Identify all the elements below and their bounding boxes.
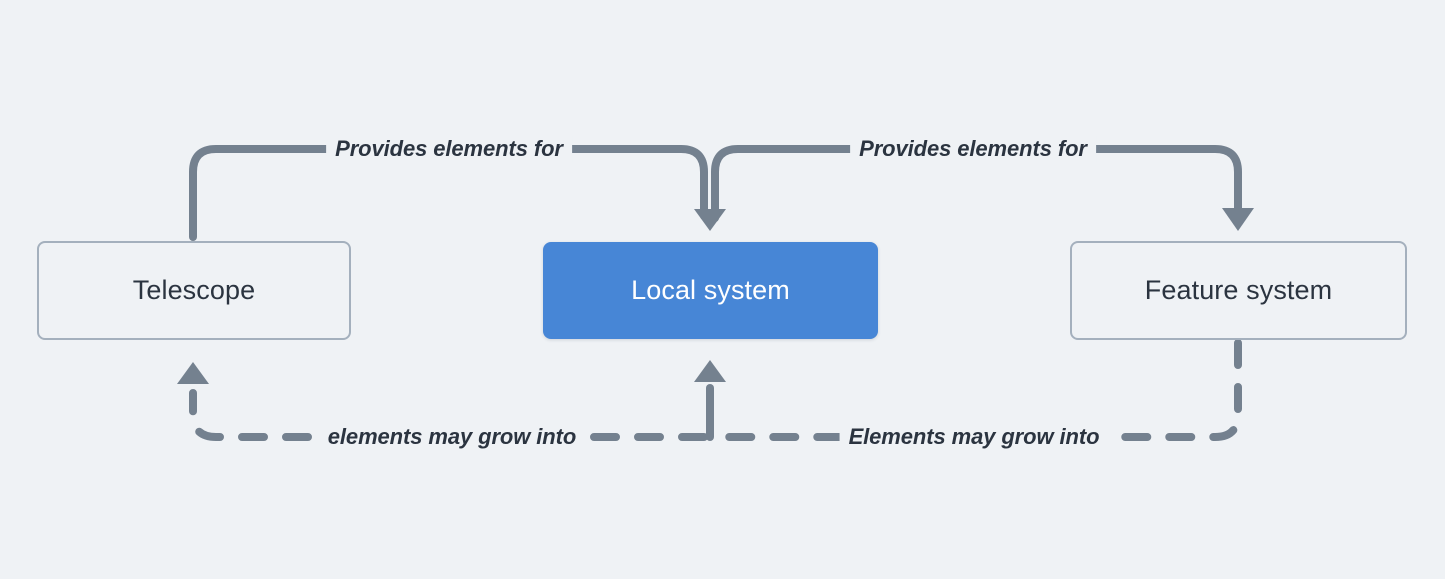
edge-line-local-grow-telescope [189, 389, 708, 441]
edge-line-feature-grow-local [712, 339, 1242, 441]
edge-label-local-grow-telescope: elements may grow into [318, 424, 586, 450]
node-local-system-label: Local system [631, 275, 790, 305]
edge-line-local-to-telescope [189, 145, 708, 241]
node-feature-system[interactable]: Feature system [1070, 241, 1407, 340]
arrowhead-into-local-system-bottom [694, 360, 726, 382]
node-local-system[interactable]: Local system [543, 242, 878, 339]
arrowhead-into-telescope [177, 362, 209, 384]
node-telescope[interactable]: Telescope [37, 241, 351, 340]
edge-label-local-to-telescope: Provides elements for [326, 136, 572, 162]
node-feature-system-label: Feature system [1144, 275, 1333, 305]
arrowhead-into-feature-system [1222, 208, 1254, 231]
edge-label-telescope-to-local: Provides elements for [850, 136, 1096, 162]
edge-label-feature-grow-local: Elements may grow into [839, 424, 1109, 450]
arrowhead-into-local-system [694, 209, 726, 231]
node-telescope-label: Telescope [132, 275, 256, 305]
